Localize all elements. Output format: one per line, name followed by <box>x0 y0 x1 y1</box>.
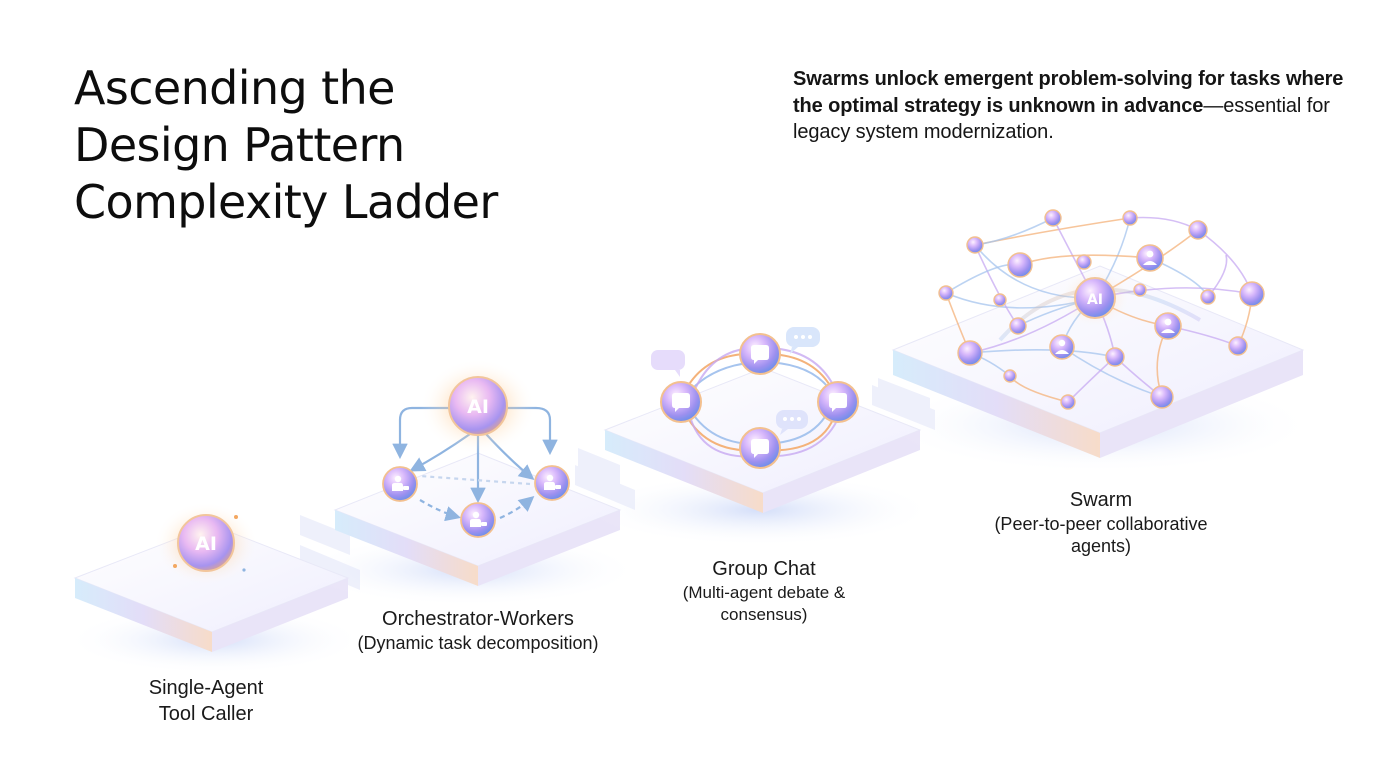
chat-agent-top-icon <box>739 333 781 375</box>
worker-right-icon <box>534 465 570 501</box>
tagline: Swarms unlock emergent problem-solving f… <box>793 66 1353 146</box>
tagline-rest: —essential for legacy system modernizati… <box>793 94 1330 144</box>
label-single-agent: Single-Agent Tool Caller <box>106 675 306 727</box>
typing-bubble-icon <box>776 410 808 435</box>
swarm-node-label: AI <box>1087 292 1103 308</box>
platform-swarm: AI <box>878 209 1315 473</box>
swarm-nodes <box>938 209 1265 410</box>
label-swarm: Swarm (Peer-to-peer collaborative agents… <box>970 487 1232 557</box>
title-line-3: Complexity Ladder <box>74 175 498 229</box>
page-title: Ascending the Design Pattern Complexity … <box>74 60 498 231</box>
step-desc: Tool Caller <box>158 703 254 725</box>
swarm-core-orb-icon: AI <box>1074 277 1116 319</box>
step-name: Group Chat <box>712 558 816 580</box>
step-name: Orchestrator-Workers <box>382 608 574 630</box>
platform-orchestrator-workers: AI <box>300 359 640 606</box>
single-agent-orb-icon: AI <box>177 514 235 572</box>
title-line-1: Ascending the <box>74 61 395 115</box>
worker-left-icon <box>382 466 418 502</box>
chat-agent-right-icon <box>817 381 859 423</box>
label-group-chat: Group Chat (Multi-agent debate & consens… <box>654 556 874 626</box>
speech-bubble-icon <box>651 350 685 377</box>
orchestrator-orb-icon: AI <box>448 376 508 436</box>
typing-bubble-icon <box>786 327 820 354</box>
orchestrator-node-label: AI <box>467 396 489 418</box>
step-desc-line-1: (Multi-agent debate & <box>682 583 846 602</box>
peer-agent-icon <box>1136 244 1164 272</box>
single-agent-node-label: AI <box>195 533 217 555</box>
chat-agent-left-icon <box>660 381 702 423</box>
chat-agent-bottom-icon <box>739 427 781 469</box>
platform-group-chat <box>578 327 935 546</box>
tagline-bold: Swarms unlock emergent problem-solving f… <box>793 68 1344 117</box>
peer-agent-icon <box>1154 312 1182 340</box>
connector-step <box>300 515 350 555</box>
step-name: Single-Agent <box>148 677 264 699</box>
label-orchestrator-workers: Orchestrator-Workers (Dynamic task decom… <box>338 606 618 654</box>
title-line-2: Design Pattern <box>74 118 405 172</box>
step-desc: (Dynamic task decomposition) <box>357 633 599 653</box>
step-desc-line-1: (Peer-to-peer collaborative <box>994 514 1208 534</box>
step-name: Swarm <box>1069 489 1133 511</box>
step-desc-line-2: consensus) <box>720 605 808 624</box>
worker-center-icon <box>460 502 496 538</box>
connector-step <box>578 448 620 488</box>
connector-step <box>878 378 930 420</box>
peer-agent-icon <box>1049 334 1075 360</box>
step-desc-line-2: agents) <box>1070 536 1132 556</box>
